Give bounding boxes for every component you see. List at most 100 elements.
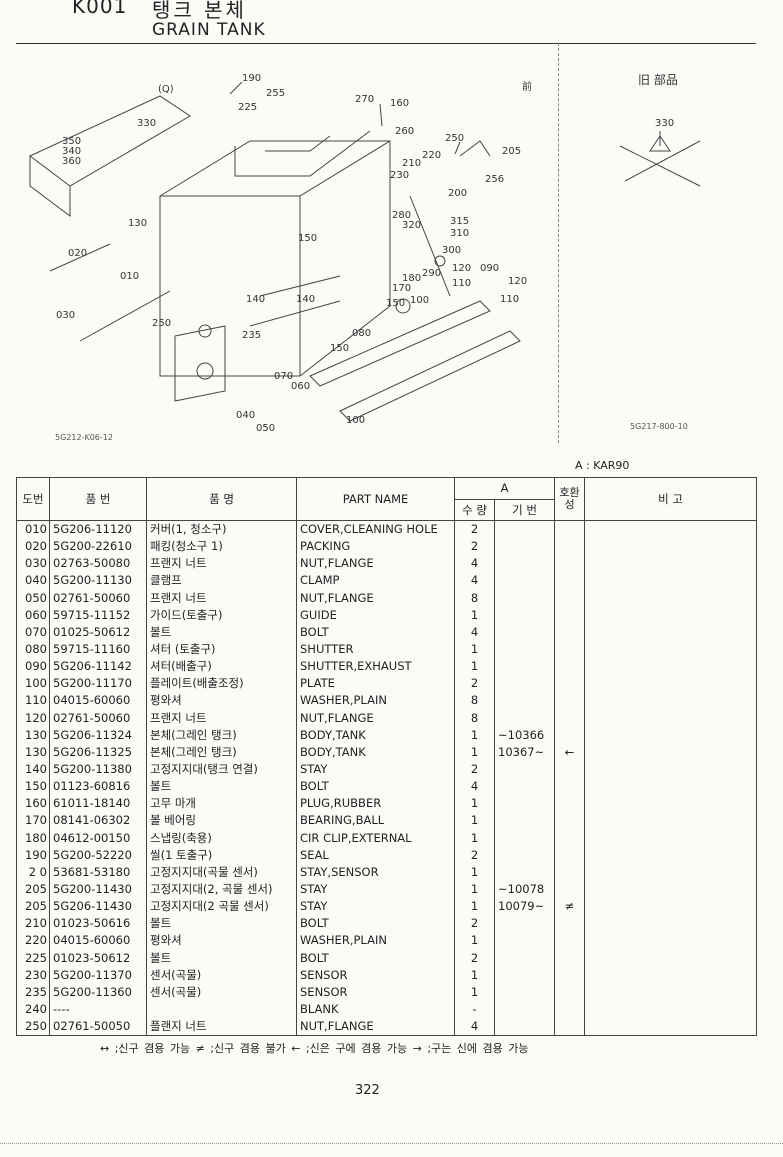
row-serial-range: [494, 760, 555, 779]
row-number: 100: [16, 675, 50, 693]
col-header-remarks: 비 고: [584, 477, 757, 521]
row-compatibility: [554, 880, 585, 899]
row-quantity: 4: [454, 623, 495, 641]
row-name-korean: 고정지지대(곡물 센서): [146, 863, 297, 881]
row-name-korean: 본체(그레인 탱크): [146, 726, 297, 744]
row-number: 140: [16, 760, 50, 779]
row-compatibility: [554, 538, 585, 556]
row-name-korean: 클램프: [146, 572, 297, 590]
row-part-number: 01023-50616: [49, 915, 147, 933]
row-number: 020: [16, 538, 50, 556]
callout-label: 256: [485, 174, 504, 185]
row-name-korean: 센서(곡물): [146, 983, 297, 1001]
callout-label: 260: [395, 126, 414, 137]
row-quantity: 8: [454, 709, 495, 727]
callout-label: 130: [128, 218, 147, 229]
callout-label: 150: [298, 233, 317, 244]
row-serial-range: ~10366: [494, 726, 555, 744]
row-number: 235: [16, 983, 50, 1001]
row-number: 210: [16, 915, 50, 933]
row-compatibility: [554, 709, 585, 727]
row-name-korean: 평와셔: [146, 692, 297, 710]
row-quantity: 2: [454, 915, 495, 933]
row-number: 110: [16, 692, 50, 710]
old-parts-title: 旧 部品: [638, 72, 678, 87]
row-serial-range: [494, 623, 555, 641]
row-serial-range: [494, 812, 555, 830]
row-name-korean: 고무 마개: [146, 795, 297, 813]
clamp-bar: [79, 290, 171, 342]
row-quantity: 4: [454, 1018, 495, 1037]
callout-label: 255: [266, 88, 285, 99]
row-compatibility: [554, 572, 585, 590]
callout-label: 315: [450, 216, 469, 227]
row-remarks: [584, 572, 757, 590]
packing-rod: [49, 243, 111, 272]
old-parts-page-code: 5G217-800-10: [630, 422, 688, 431]
row-compatibility: ≠: [554, 898, 585, 916]
row-name-korean: [146, 1000, 297, 1019]
callout-label: 100: [410, 295, 429, 306]
row-quantity: 8: [454, 692, 495, 710]
row-part-number: 5G200-11170: [49, 675, 147, 693]
row-remarks: [584, 949, 757, 967]
row-remarks: [584, 829, 757, 847]
callout-label: 280: [392, 210, 411, 221]
row-quantity: 1: [454, 812, 495, 830]
row-part-number: 02761-50060: [49, 589, 147, 607]
row-name-english: SENSOR: [296, 983, 455, 1001]
row-part-number: 04015-60060: [49, 692, 147, 710]
row-name-english: PACKING: [296, 538, 455, 556]
callout-label: 210: [402, 158, 421, 169]
callout-label: 010: [120, 271, 139, 282]
row-part-number: 01123-60816: [49, 778, 147, 796]
row-name-english: STAY: [296, 760, 455, 779]
callout-label: 360: [62, 156, 81, 167]
row-serial-range: [494, 692, 555, 710]
row-remarks: [584, 778, 757, 796]
col-header-name-ko: 품 명: [146, 477, 297, 521]
row-part-number: 04015-60060: [49, 932, 147, 950]
row-remarks: [584, 726, 757, 744]
callout-label: 前: [522, 80, 532, 93]
callout-label: 180: [402, 273, 421, 284]
row-quantity: 1: [454, 983, 495, 1001]
row-name-english: PLATE: [296, 675, 455, 693]
row-number: 060: [16, 606, 50, 624]
row-part-number: 5G200-11360: [49, 983, 147, 1001]
page-number: 322: [355, 1083, 380, 1098]
row-remarks: [584, 983, 757, 1001]
row-part-number: 5G200-11380: [49, 760, 147, 779]
callout-label: 060: [291, 381, 310, 392]
row-name-english: SHUTTER,EXHAUST: [296, 658, 455, 676]
row-compatibility: [554, 812, 585, 830]
callout-label: 150: [330, 343, 349, 354]
row-part-number: 08141-06302: [49, 812, 147, 830]
row-part-number: 53681-53180: [49, 863, 147, 881]
row-name-english: COVER,CLEANING HOLE: [296, 520, 455, 539]
old-parts-inset: 旧 部品 330: [560, 46, 760, 451]
row-number: 040: [16, 572, 50, 590]
row-serial-range: [494, 538, 555, 556]
callout-label: 220: [422, 150, 441, 161]
row-name-english: NUT,FLANGE: [296, 709, 455, 727]
section-title-korean: 탱크 본체: [152, 0, 247, 22]
row-quantity: 4: [454, 778, 495, 796]
row-name-english: BOLT: [296, 623, 455, 641]
row-compatibility: [554, 829, 585, 847]
row-serial-range: [494, 795, 555, 813]
row-serial-range: 10367~: [494, 743, 555, 761]
row-serial-range: [494, 846, 555, 864]
row-name-korean: 고정지지대(탱크 연결): [146, 760, 297, 779]
row-compatibility: [554, 606, 585, 624]
row-name-korean: 볼트: [146, 949, 297, 967]
row-remarks: [584, 623, 757, 641]
row-compatibility: [554, 1018, 585, 1037]
